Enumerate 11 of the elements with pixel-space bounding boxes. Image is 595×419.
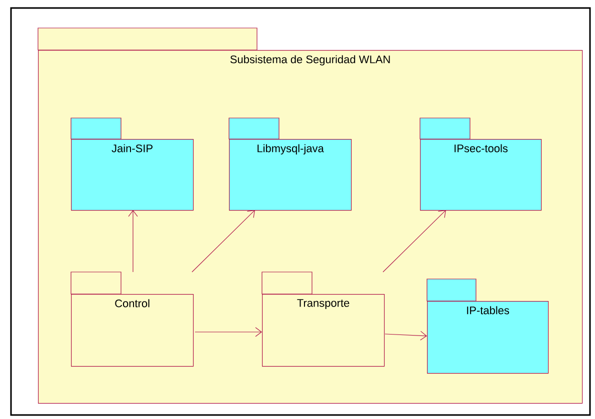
arrow [128,210,138,272]
package-box: Transporte [262,272,385,367]
arrow [194,327,262,337]
package-box: Libmysql-java [228,118,352,211]
package-box: Control [70,272,194,367]
package-box: IPsec-tools [420,118,542,211]
arrow [192,210,255,272]
arrow [384,330,427,340]
package-box: Jain-SIP [70,118,194,211]
package-box: IP-tables [426,278,549,374]
arrow [382,210,446,272]
